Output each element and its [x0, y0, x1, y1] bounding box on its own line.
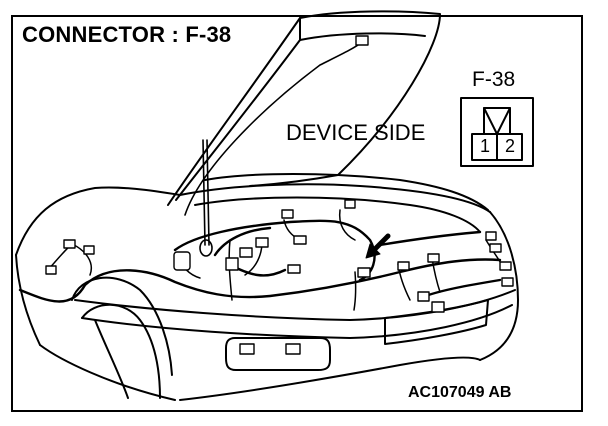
antenna — [199, 139, 213, 257]
car-body — [15, 173, 519, 401]
figure-code: AC107049 AB — [408, 384, 512, 401]
connector-id-label: F-38 — [472, 68, 516, 91]
connector-face-diagram — [460, 97, 534, 167]
harness-connectors — [45, 199, 514, 355]
page-title: CONNECTOR : F-38 — [22, 22, 232, 47]
lid-harness-wire — [184, 41, 363, 216]
device-side-label: DEVICE SIDE — [286, 120, 426, 145]
location-arrow — [365, 233, 391, 259]
rear-wheel — [71, 276, 173, 399]
pin-1-label: 1 — [479, 136, 490, 156]
main-harness — [18, 219, 502, 303]
lid-connector — [355, 35, 369, 46]
pin-2-label: 2 — [504, 136, 515, 156]
